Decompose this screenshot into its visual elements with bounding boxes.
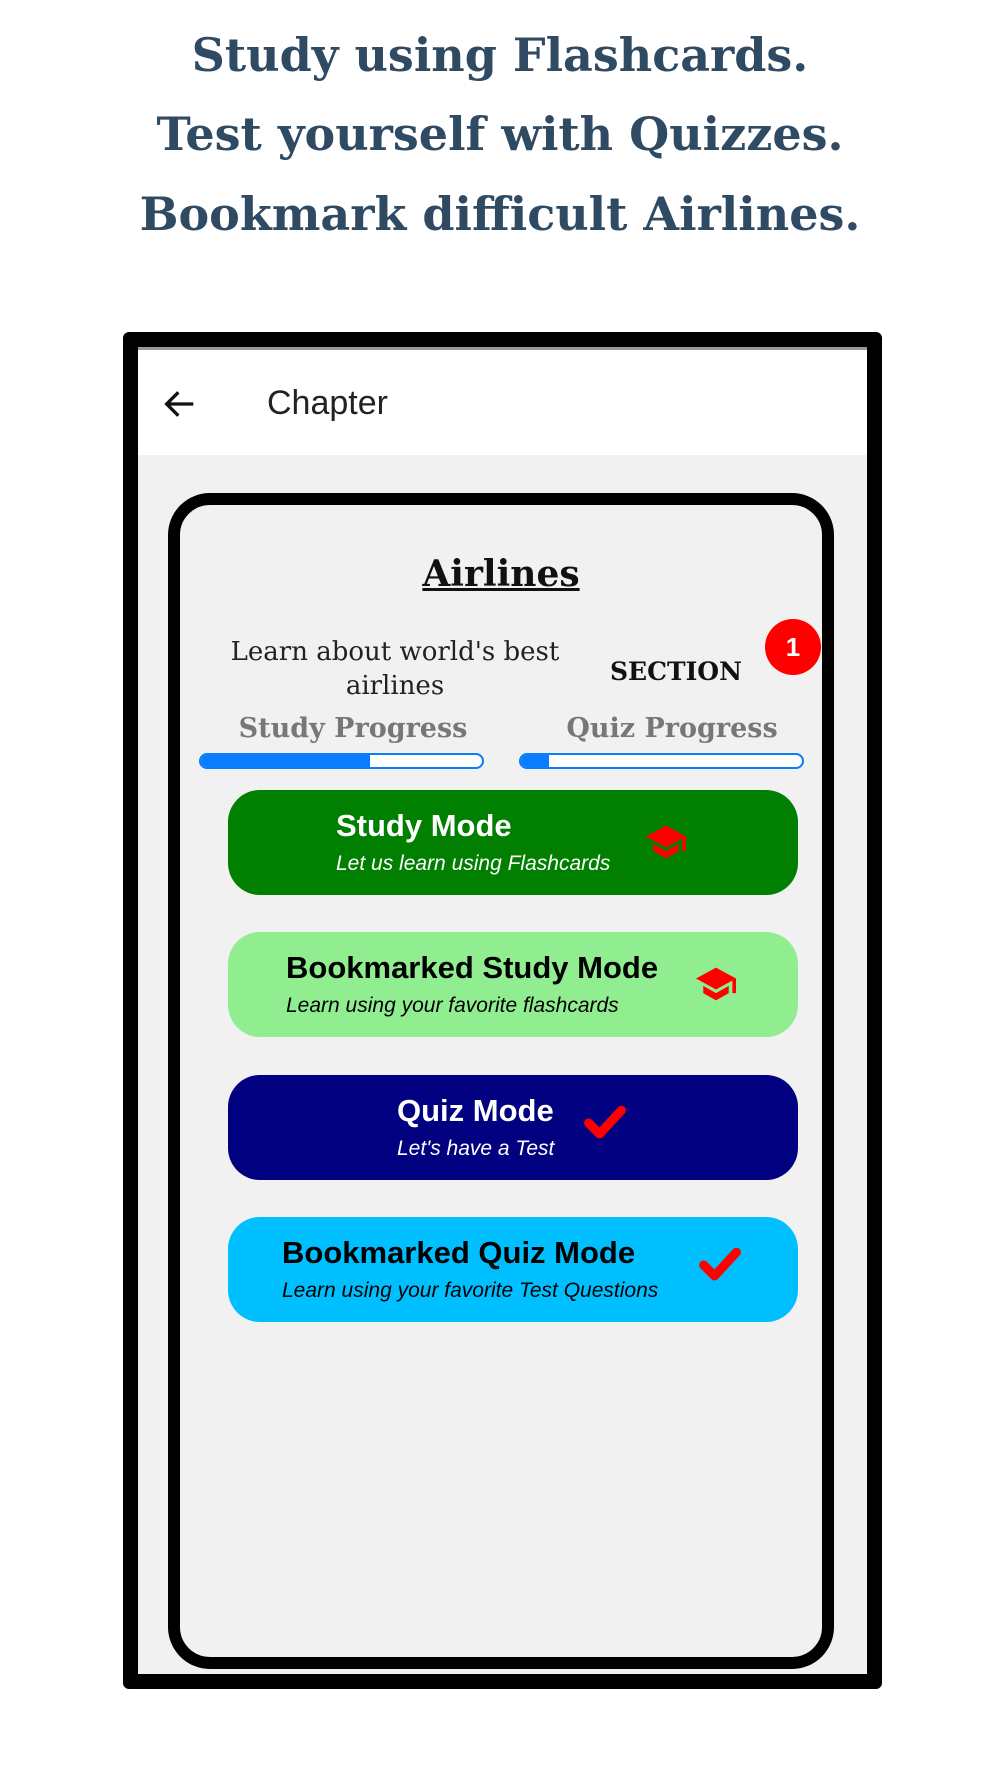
button-title: Study Mode <box>336 808 512 843</box>
checkmark-icon <box>584 1105 626 1139</box>
button-subtitle: Learn using your favorite flashcards <box>286 994 619 1017</box>
chapter-description: Learn about world's best airlines <box>230 637 560 701</box>
study-progress-bar <box>199 753 484 769</box>
chapter-card: Airlines Learn about world's best airlin… <box>168 493 834 1669</box>
quiz-mode-button[interactable]: Quiz Mode Let's have a Test <box>228 1075 798 1180</box>
chapter-title: Airlines <box>422 553 580 595</box>
bookmarked-study-mode-button[interactable]: Bookmarked Study Mode Learn using your f… <box>228 932 798 1037</box>
section-number-badge: 1 <box>765 619 821 675</box>
phone-frame: Chapter Airlines Learn about world's bes… <box>123 332 882 1689</box>
headline-line-2: Test yourself with Quizzes. <box>156 107 844 161</box>
study-progress-label: Study Progress <box>238 713 468 744</box>
study-mode-button[interactable]: Study Mode Let us learn using Flashcards <box>228 790 798 895</box>
graduation-cap-icon <box>646 825 686 859</box>
app-bar: Chapter <box>138 347 867 455</box>
button-title: Bookmarked Quiz Mode <box>282 1235 636 1270</box>
button-subtitle: Let's have a Test <box>397 1137 555 1160</box>
section-label: SECTION <box>610 657 742 686</box>
button-title: Bookmarked Study Mode <box>286 950 659 985</box>
quiz-progress-bar <box>519 753 804 769</box>
button-subtitle: Let us learn using Flashcards <box>336 852 611 875</box>
checkmark-icon <box>699 1247 741 1281</box>
arrow-left-icon[interactable] <box>160 384 200 424</box>
button-title: Quiz Mode <box>397 1093 554 1128</box>
graduation-cap-icon <box>696 967 736 1001</box>
bookmarked-quiz-mode-button[interactable]: Bookmarked Quiz Mode Learn using your fa… <box>228 1217 798 1322</box>
headline-line-3: Bookmark difficult Airlines. <box>139 187 861 241</box>
quiz-progress-label: Quiz Progress <box>566 713 778 744</box>
button-subtitle: Learn using your favorite Test Questions <box>282 1279 659 1302</box>
page-title: Chapter <box>267 384 388 422</box>
headline-line-1: Study using Flashcards. <box>191 28 809 82</box>
